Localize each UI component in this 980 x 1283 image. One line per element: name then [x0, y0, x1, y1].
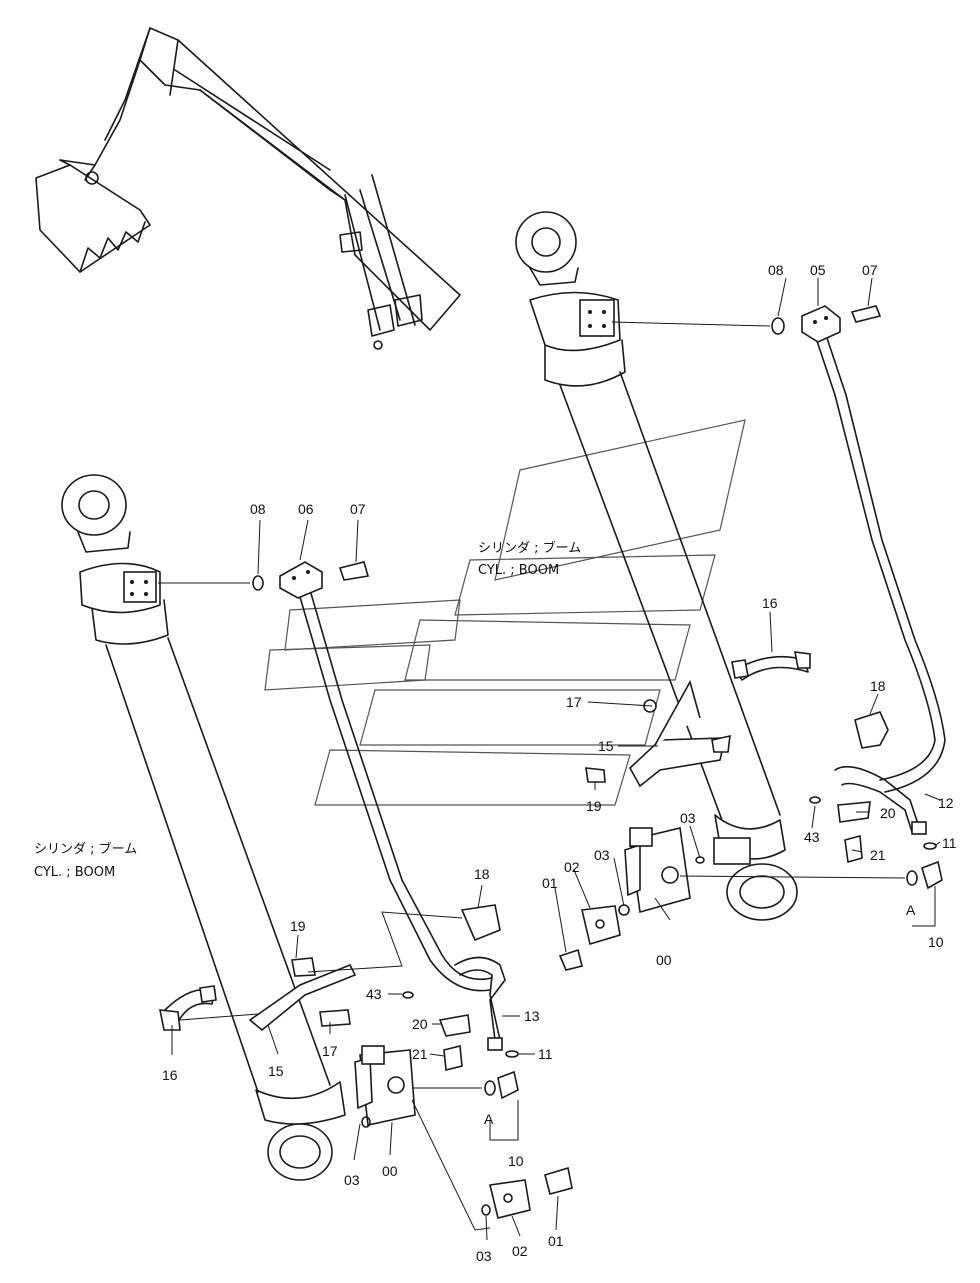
left-boom-cylinder [61, 474, 346, 1181]
excavator-overview [35, 27, 461, 350]
callout-10: 10 [928, 934, 944, 950]
callout-15: 15 [598, 738, 614, 754]
callout-00: 00 [382, 1163, 398, 1179]
callout-03: 03 [476, 1248, 492, 1264]
callout-05: 05 [810, 262, 826, 278]
callout-12: 12 [938, 795, 954, 811]
callout-19: 19 [586, 798, 602, 814]
right-hydraulic-line [558, 305, 946, 971]
callout-03: 03 [594, 847, 610, 863]
callout-03: 03 [680, 810, 696, 826]
callout-10: 10 [508, 1153, 524, 1169]
caption-right-jp: シリンダ ; ブーム [478, 540, 581, 556]
callout-16: 16 [162, 1067, 178, 1083]
callout-A: A [484, 1111, 494, 1127]
callout-03: 03 [344, 1172, 360, 1188]
callout-07: 07 [862, 262, 878, 278]
callout-15: 15 [268, 1063, 284, 1079]
callout-20: 20 [412, 1016, 428, 1032]
left-leader-lines [158, 519, 559, 1241]
callout-20: 20 [880, 805, 896, 821]
callout-08: 08 [250, 501, 266, 517]
callout-02: 02 [564, 859, 580, 875]
callout-43: 43 [804, 829, 820, 845]
callout-18: 18 [870, 678, 886, 694]
callout-A: A [906, 902, 916, 918]
caption-left-jp: シリンダ ; ブーム [34, 841, 137, 857]
callout-00: 00 [656, 952, 672, 968]
callout-13: 13 [524, 1008, 540, 1024]
callout-07: 07 [350, 501, 366, 517]
callout-17: 17 [322, 1043, 338, 1059]
callout-08: 08 [768, 262, 784, 278]
callout-17: 17 [566, 694, 582, 710]
callout-11: 11 [942, 835, 957, 851]
callout-21: 21 [870, 847, 886, 863]
caption-right-en: CYL. ; BOOM [478, 563, 559, 578]
callout-21: 21 [412, 1046, 428, 1062]
watermark-logo [264, 419, 746, 806]
callout-16: 16 [762, 595, 778, 611]
callout-18: 18 [474, 866, 490, 882]
callout-02: 02 [512, 1243, 528, 1259]
left-hydraulic-line [159, 561, 573, 1219]
right-leader-lines [554, 277, 941, 953]
callout-01: 01 [542, 875, 558, 891]
callout-19: 19 [290, 918, 306, 934]
callout-11: 11 [538, 1046, 553, 1062]
callout-43: 43 [366, 986, 382, 1002]
callout-01: 01 [548, 1233, 564, 1249]
caption-left-en: CYL. ; BOOM [34, 865, 115, 880]
callout-06: 06 [298, 501, 314, 517]
